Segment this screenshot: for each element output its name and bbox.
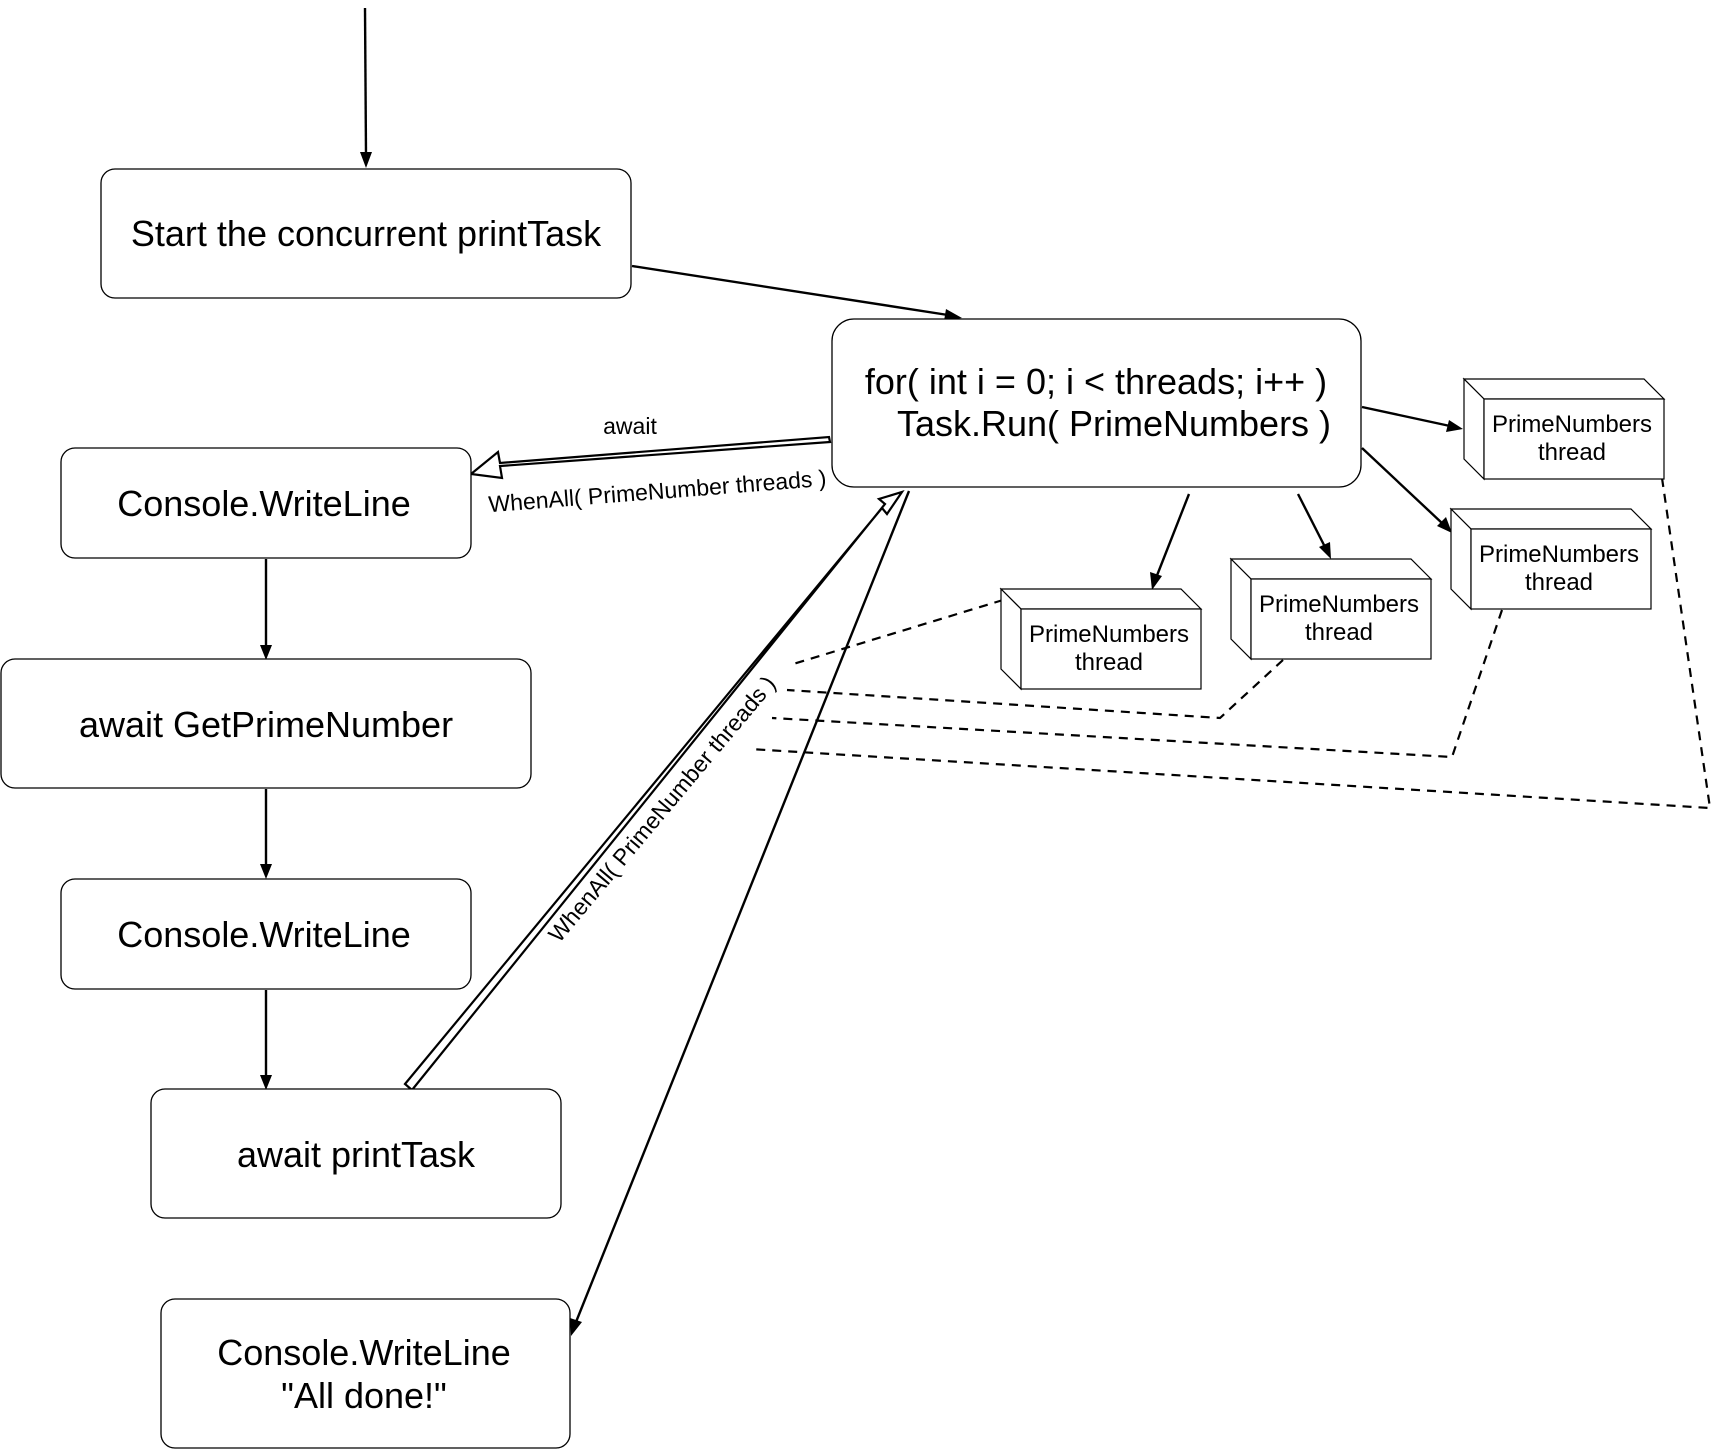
thread-node-2: PrimeNumbers thread (1229, 557, 1433, 661)
whenall-horizontal-edge-label: WhenAll( PrimeNumber threads ) (488, 465, 828, 517)
writeline2-to-await-print-arrow (260, 990, 272, 1090)
await-edge-label: await (603, 413, 657, 439)
node-loop-label-2: Task.Run( PrimeNumbers ) (897, 403, 1331, 444)
thread-node-4: PrimeNumbers thread (1462, 377, 1666, 481)
node-done: Console.WriteLine "All done!" (160, 1298, 571, 1449)
dashed-return-thread-3 (771, 609, 1504, 759)
loop-to-done-arrow (570, 490, 911, 1336)
node-loop: for( int i = 0; i < threads; i++ ) Task.… (831, 318, 1362, 488)
thread-node-2-label-2: thread (1305, 619, 1373, 646)
thread-node-4-label-1: PrimeNumbers (1492, 411, 1652, 438)
node-writeline-2-label: Console.WriteLine (117, 914, 410, 955)
await-hollow-arrow (468, 435, 832, 480)
node-writeline-1-label: Console.WriteLine (117, 483, 410, 524)
node-await-prime: await GetPrimeNumber (0, 658, 532, 789)
loop-to-thread-1-arrow (1150, 493, 1191, 590)
entry-arrow (360, 7, 372, 168)
node-start-label: Start the concurrent printTask (131, 213, 602, 254)
thread-node-2-label-1: PrimeNumbers (1259, 591, 1419, 618)
writeline1-to-await-prime-arrow (260, 559, 272, 660)
whenall-hollow-arrow (403, 490, 905, 1092)
whenall-diagonal-edge-label: WhenAll( PrimeNumber threads ) (543, 671, 781, 947)
dashed-return-thread-2 (786, 659, 1284, 720)
node-await-prime-label: await GetPrimeNumber (79, 704, 453, 745)
node-done-label-2: "All done!" (281, 1375, 447, 1416)
node-done-label-1: Console.WriteLine (217, 1332, 510, 1373)
thread-node-1-label-2: thread (1075, 649, 1143, 676)
thread-node-4-label-2: thread (1538, 439, 1606, 466)
thread-node-1-label-1: PrimeNumbers (1029, 621, 1189, 648)
node-await-print: await printTask (150, 1088, 562, 1219)
loop-to-thread-3-arrow (1361, 447, 1452, 533)
node-await-print-label: await printTask (237, 1134, 476, 1175)
loop-to-thread-2-arrow (1296, 493, 1331, 559)
thread-node-3-label-1: PrimeNumbers (1479, 541, 1639, 568)
dashed-return-thread-1 (789, 598, 1004, 667)
thread-node-3: PrimeNumbers thread (1449, 507, 1653, 611)
node-writeline-2: Console.WriteLine (60, 878, 472, 990)
node-loop-label-1: for( int i = 0; i < threads; i++ ) (865, 361, 1327, 402)
await-prime-to-writeline2-arrow (260, 789, 272, 879)
node-writeline-1: Console.WriteLine (60, 447, 472, 559)
start-to-loop-arrow (631, 264, 962, 321)
thread-node-3-label-2: thread (1525, 569, 1593, 596)
thread-node-1: PrimeNumbers thread (999, 587, 1203, 691)
loop-to-thread-4-arrow (1361, 405, 1463, 432)
node-start: Start the concurrent printTask (100, 168, 632, 299)
